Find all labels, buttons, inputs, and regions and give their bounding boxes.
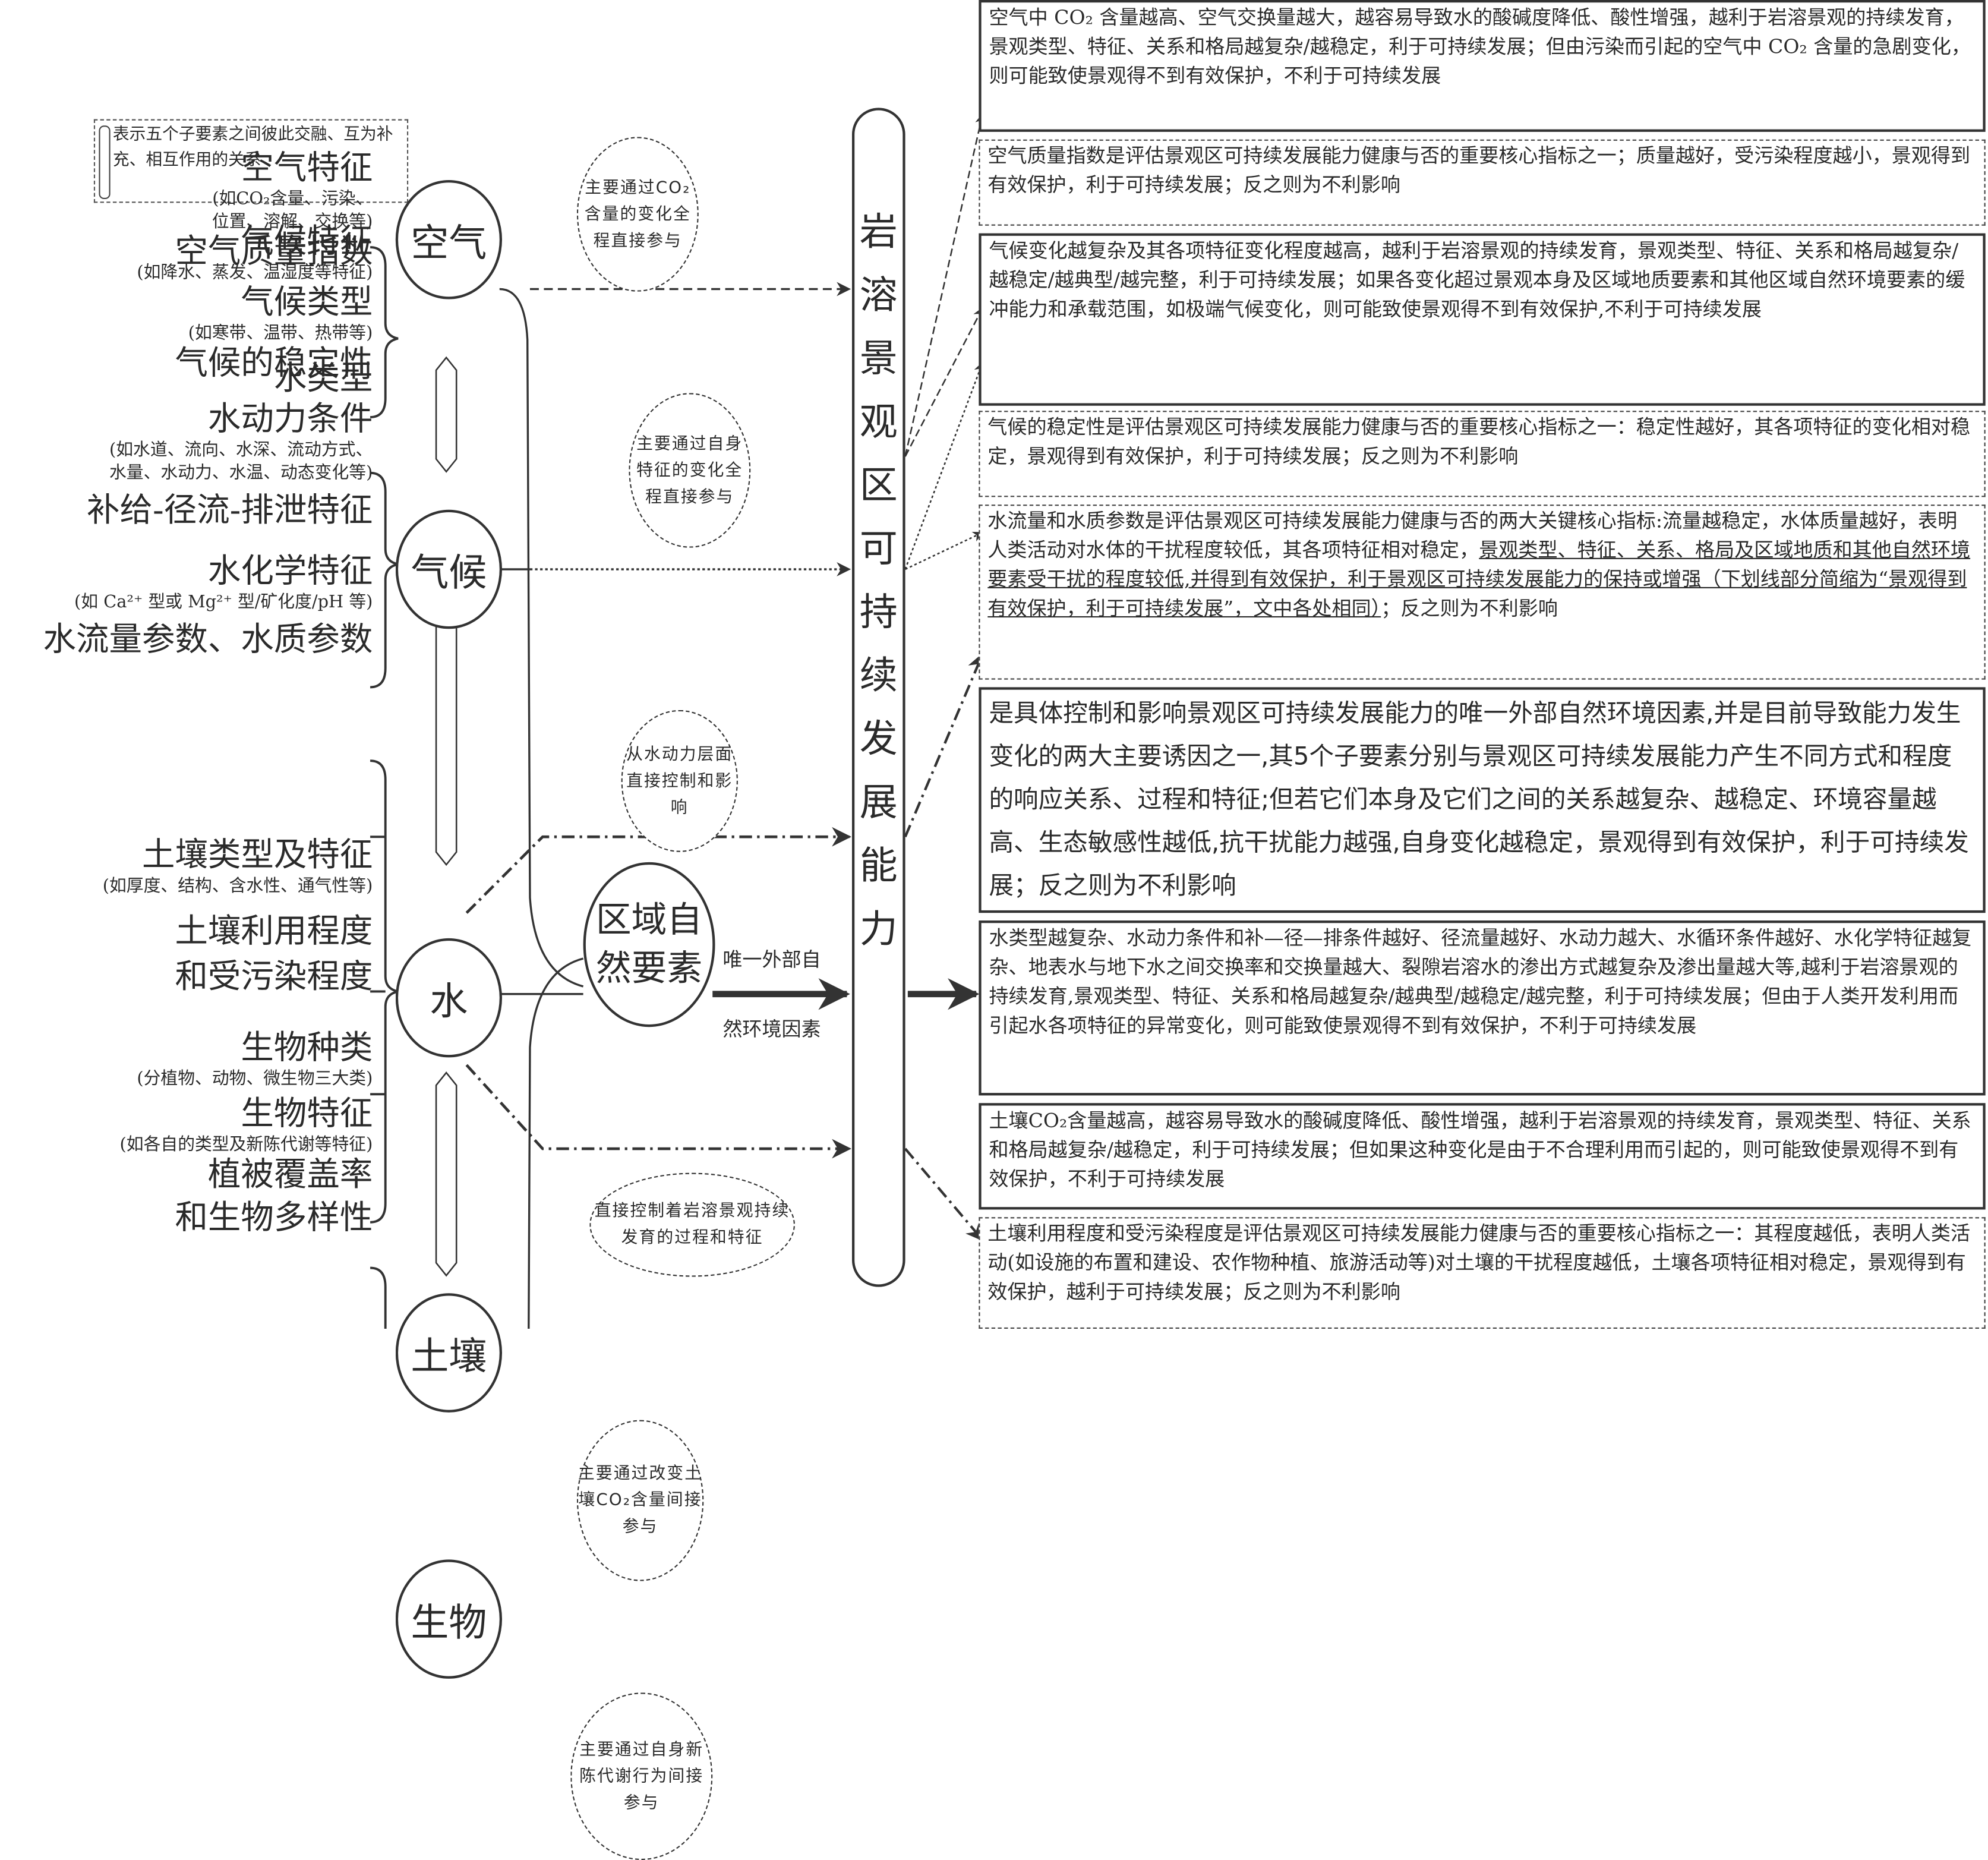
label-water-chemistry: 水化学特征: [207, 553, 373, 591]
node-biology[interactable]: 生物: [395, 1559, 503, 1679]
biology-label-group: 生物种类 (分植物、动物、微生物三大类) 生物特征 (如各自的类型及新陈代谢等特…: [0, 1029, 373, 1237]
soil-label-group: 土壤类型及特征 (如厚度、结构、含水性、通气性等) 土壤利用程度 和受污染程度: [0, 837, 373, 997]
label-water-dynamics-detail: (如水道、流向、水深、流动方式、: [109, 440, 373, 461]
pillar-char: 发: [859, 717, 898, 762]
pillar-char: 展: [859, 781, 898, 825]
box-water-flow-underlined: 景观类型、特征、关系、格局及区域地质和其他自然环境要素受干扰的程度较低,并得到有…: [987, 538, 1971, 620]
label-vegetation-cover: 植被覆盖率: [207, 1156, 373, 1194]
double-arrow-bar-icon: [99, 125, 111, 199]
node-soil-label: 土壤: [411, 1335, 487, 1380]
pillar-char: 力: [859, 907, 898, 953]
box-soil-usage: 土壤利用程度和受污染程度是评估景观区可持续发展能力健康与否的重要核心指标之一：其…: [979, 1217, 1986, 1329]
node-regional-label: 区域自然要素: [595, 899, 703, 989]
node-air[interactable]: 空气: [395, 179, 503, 300]
legend-text: 表示五个子要素之间彼此交融、互为补充、相互作用的关系: [112, 125, 393, 170]
label-biodiversity: 和生物多样性: [175, 1199, 373, 1238]
bubble-air: 主要通过CO₂含量的变化全程直接参与: [576, 137, 699, 292]
node-water-label: 水: [430, 980, 468, 1024]
label-air-characteristics-detail: 位置、溶解、交换等): [212, 212, 373, 232]
bubble-water-top: 从水动力层面直接控制和影响: [621, 710, 738, 852]
water-label-group: 水类型 水动力条件 (如水道、流向、水深、流动方式、 水量、水动力、水温、动态变…: [0, 360, 373, 660]
interaction-bars: [435, 356, 457, 1277]
box-water-flow-tail: ；反之则为不利影响: [1381, 597, 1558, 620]
bubble-water-bottom: 直接控制着岩溶景观持续发育的过程和特征: [589, 1172, 795, 1277]
label-air-characteristics: 空气特征: [241, 149, 373, 188]
label-climate-characteristics: 气候特征: [241, 223, 373, 261]
node-biology-label: 生物: [411, 1601, 487, 1646]
external-label-top: 唯一外部自: [722, 948, 821, 972]
air-labels: 空气特征 (如CO₂含量、污染、 位置、溶解、交换等) 空气质量指数: [175, 150, 373, 272]
connector-layer: [370, 113, 986, 1329]
climate-label-group: 气候特征 (如降水、蒸发、温湿度等特征) 气候类型 (如寒带、温带、热带等) 气…: [0, 223, 373, 383]
box-climate-change: 气候变化越复杂及其各项特征变化程度越高，越利于岩溶景观的持续发育，景观类型、特征…: [979, 233, 1986, 406]
box-water-characteristics: 水类型越复杂、水动力条件和补—径—排条件越好、径流量越好、水动力越大、水循环条件…: [979, 920, 1986, 1096]
label-climate-characteristics-detail: (如降水、蒸发、温湿度等特征): [137, 262, 373, 283]
node-climate[interactable]: 气候: [395, 509, 503, 629]
pillar-char: 区: [859, 464, 898, 509]
pillar-char: 可: [859, 527, 898, 572]
node-regional-natural-factors[interactable]: 区域自然要素: [583, 862, 715, 1027]
box-soil-co2: 土壤CO₂含量越高，越容易导致水的酸碱度降低、酸性增强，越利于岩溶景观的持续发育…: [979, 1103, 1986, 1210]
label-soil-pollution: 和受污染程度: [175, 959, 373, 997]
legend: 表示五个子要素之间彼此交融、互为补充、相互作用的关系: [93, 119, 409, 203]
label-water-type: 水类型: [273, 360, 373, 398]
pillar-char: 续: [859, 654, 898, 699]
external-label-bottom: 然环境因素: [722, 1018, 821, 1041]
node-climate-label: 气候: [411, 551, 487, 596]
target-pillar-karst-sustainability[interactable]: 岩溶景观区可持续发展能力: [851, 108, 905, 1287]
node-to-pillar-arrows: [465, 282, 980, 1159]
label-recharge-runoff-discharge: 补给-径流-排泄特征: [87, 491, 373, 530]
label-air-quality-index: 空气质量指数: [175, 233, 373, 272]
pillar-char: 岩: [859, 210, 898, 255]
label-species-detail: (分植物、动物、微生物三大类): [137, 1068, 373, 1089]
box-air-quality: 空气质量指数是评估景观区可持续发展能力健康与否的重要核心指标之一；质量越好，受污…: [979, 139, 1986, 226]
label-water-flow-quality: 水流量参数、水质参数: [43, 621, 373, 660]
pillar-char: 能: [859, 844, 898, 889]
label-climate-type: 气候类型: [241, 283, 373, 322]
node-air-label: 空气: [411, 222, 487, 267]
bubble-soil: 主要通过改变土壤CO₂含量间接参与: [576, 1420, 704, 1581]
pillar-char: 持: [859, 591, 898, 635]
box-climate-stability: 气候的稳定性是评估景观区可持续发展能力健康与否的重要核心指标之一：稳定性越好，其…: [979, 411, 1986, 497]
label-water-chemistry-detail: (如 Ca²⁺ 型或 Mg²⁺ 型/矿化度/pH 等): [74, 592, 373, 613]
label-soil-usage: 土壤利用程度: [175, 913, 373, 951]
bubble-biology: 主要通过自身新陈代谢行为间接参与: [570, 1692, 713, 1860]
label-braces: [370, 246, 399, 1329]
label-climate-stability: 气候的稳定性: [175, 345, 373, 383]
pillar-to-box-arrows: [904, 113, 986, 1241]
box-regional-factors: 是具体控制和影响景观区可持续发展能力的唯一外部自然环境因素,并是目前导致能力发生…: [979, 687, 1986, 913]
label-soil-type: 土壤类型及特征: [141, 837, 373, 875]
label-water-dynamics-detail: 水量、水动力、水温、动态变化等): [109, 462, 373, 483]
label-air-characteristics-detail: (如CO₂含量、污染、: [212, 188, 373, 210]
box-water-flow-quality: 水流量和水质参数是评估景观区可持续发展能力健康与否的两大关键核心指标:流量越稳定…: [979, 505, 1986, 680]
label-bio-characteristics: 生物特征: [241, 1095, 373, 1134]
label-climate-type-detail: (如寒带、温带、热带等): [188, 323, 373, 344]
pillar-char: 溶: [859, 273, 898, 319]
label-bio-characteristics-detail: (如各自的类型及新陈代谢等特征): [119, 1134, 373, 1155]
label-species: 生物种类: [241, 1029, 373, 1068]
box-air-co2: 空气中 CO₂ 含量越高、空气交换量越大，越容易导致水的酸碱度降低、酸性增强，越…: [979, 0, 1986, 132]
label-water-dynamics: 水动力条件: [207, 401, 373, 439]
merge-curves: [499, 288, 584, 1329]
node-soil[interactable]: 土壤: [395, 1293, 503, 1413]
bubble-climate: 主要通过自身特征的变化全程直接参与: [629, 393, 751, 548]
pillar-char: 景: [859, 337, 898, 382]
node-water[interactable]: 水: [395, 938, 503, 1058]
label-soil-type-detail: (如厚度、结构、含水性、通气性等): [102, 876, 373, 897]
pillar-char: 观: [859, 401, 898, 445]
box-water-flow-text: 水流量和水质参数是评估景观区可持续发展能力健康与否的两大关键核心指标:流量越稳定…: [987, 509, 1958, 562]
